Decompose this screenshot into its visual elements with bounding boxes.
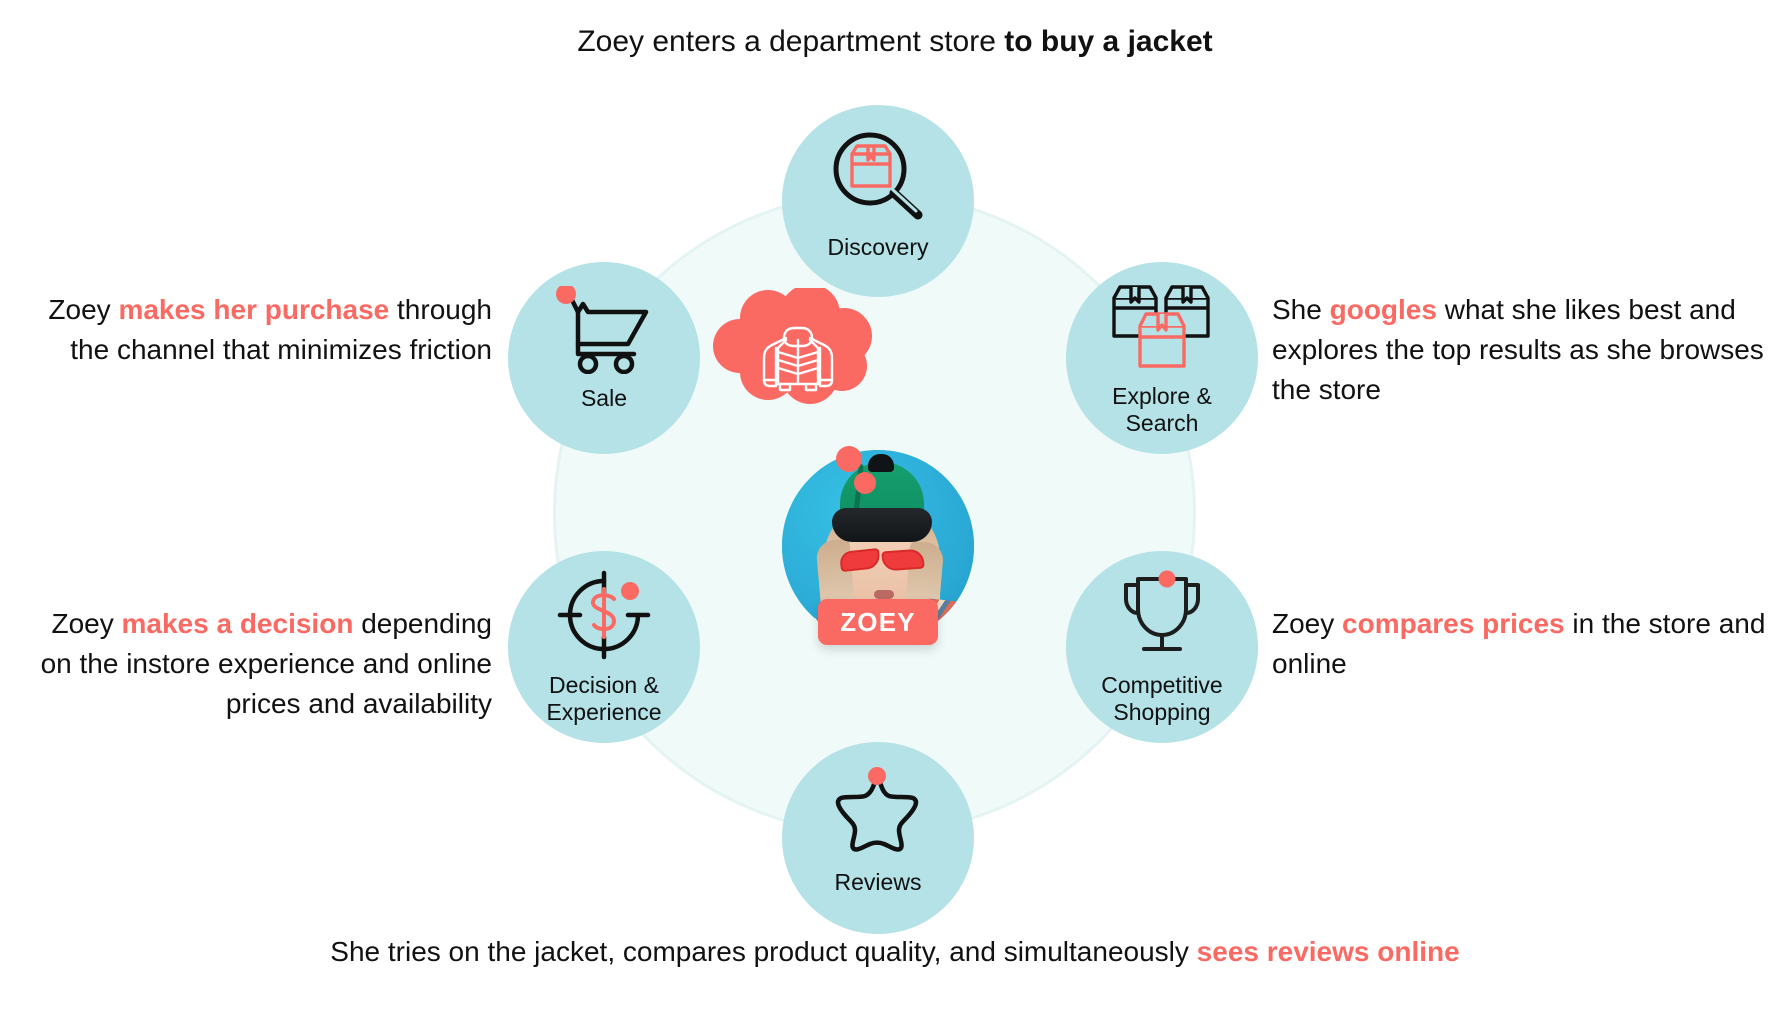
caption-competitive-highlight: compares prices — [1342, 608, 1565, 639]
node-sale[interactable]: Sale — [508, 262, 700, 454]
node-reviews-label: Reviews — [834, 869, 922, 895]
accent-dot — [854, 472, 876, 494]
node-reviews[interactable]: Reviews — [782, 742, 974, 934]
caption-decision-highlight: makes a decision — [121, 608, 354, 639]
page-title-bold: to buy a jacket — [1004, 25, 1213, 58]
caption-sale-highlight: makes her purchase — [118, 294, 390, 325]
page-title: Zoey enters a department store to buy a … — [0, 22, 1790, 61]
node-explore-search-label: Explore & Search — [1112, 383, 1212, 437]
caption-sale-post: through the channel that minimizes frict… — [70, 294, 492, 365]
trophy-icon — [1112, 569, 1212, 666]
shopping-cart-icon — [552, 284, 656, 379]
caption-explore-post: what she likes best and explores the top… — [1272, 294, 1764, 405]
node-competitive-shopping[interactable]: Competitive Shopping — [1066, 551, 1258, 743]
caption-explore: She googles what she likes best and expl… — [1272, 290, 1772, 409]
accent-dot — [1158, 570, 1176, 588]
caption-reviews: She tries on the jacket, compares produc… — [0, 932, 1790, 972]
caption-explore-highlight: googles — [1329, 294, 1437, 325]
thought-bubble — [706, 284, 886, 408]
jacket-icon — [762, 326, 834, 392]
caption-sale: Zoey makes her purchase through the chan… — [22, 290, 492, 370]
caption-competitive: Zoey compares prices in the store and on… — [1272, 604, 1772, 684]
caption-decision-pre: Zoey — [51, 608, 122, 639]
caption-competitive-pre: Zoey — [1272, 608, 1343, 639]
magnifier-box-icon — [826, 127, 930, 228]
caption-explore-pre: She — [1272, 294, 1330, 325]
node-explore-search[interactable]: Explore & Search — [1066, 262, 1258, 454]
node-competitive-shopping-label: Competitive Shopping — [1101, 672, 1223, 726]
caption-sale-pre: Zoey — [48, 294, 119, 325]
accent-dot — [836, 446, 862, 472]
caption-competitive-post: in the store and online — [1272, 608, 1766, 679]
caption-reviews-highlight: sees reviews online — [1196, 936, 1460, 967]
node-discovery-label: Discovery — [827, 234, 929, 260]
accent-dot — [621, 582, 639, 600]
star-icon — [829, 766, 927, 863]
zoey-badge: ZOEY — [818, 599, 938, 645]
accent-dot — [868, 767, 886, 785]
accent-dot — [556, 284, 576, 304]
caption-decision: Zoey makes a decision depending on the i… — [22, 604, 492, 723]
page-title-plain: Zoey enters a department store — [577, 25, 1005, 58]
three-boxes-icon — [1106, 280, 1218, 377]
avatar-group: ZOEY — [782, 446, 974, 655]
caption-decision-post: depending on the instore experience and … — [40, 608, 492, 719]
node-decision-experience[interactable]: Decision & Experience — [508, 551, 700, 743]
node-decision-experience-label: Decision & Experience — [546, 672, 662, 726]
target-dollar-icon — [556, 569, 652, 666]
caption-reviews-pre: She tries on the jacket, compares produc… — [330, 936, 1197, 967]
node-sale-label: Sale — [580, 385, 628, 411]
node-discovery[interactable]: Discovery — [782, 105, 974, 297]
